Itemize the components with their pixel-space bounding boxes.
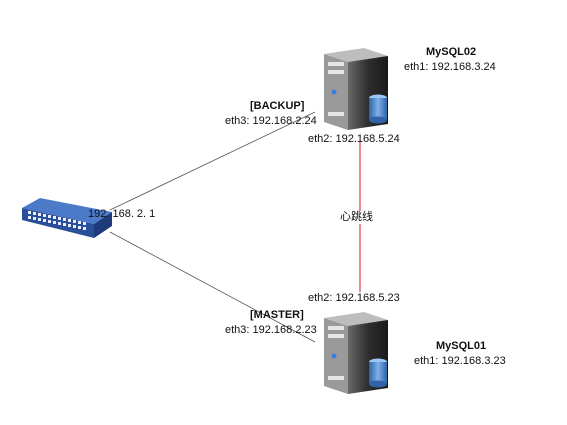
backup-server-name: MySQL02 — [426, 46, 477, 58]
backup-eth1-label: eth1: 192.168.3.24 — [404, 61, 496, 73]
switch-ip-label: 192. 168. 2. 1 — [88, 208, 156, 220]
backup-server-icon — [322, 46, 394, 133]
master-eth1-label: eth1: 192.168.3.23 — [414, 355, 506, 367]
master-eth3-label: eth3: 192.168.2.23 — [225, 324, 317, 336]
heartbeat-label: 心跳线 — [340, 211, 373, 224]
master-role-label: [MASTER] — [250, 309, 304, 321]
master-server-name: MySQL01 — [436, 340, 487, 352]
master-eth2-label: eth2: 192.168.5.23 — [308, 292, 400, 304]
network-switch-icon — [22, 198, 112, 245]
backup-eth3-label: eth3: 192.168.2.24 — [225, 115, 317, 127]
link-switch-to-master — [109, 231, 316, 343]
master-server-icon — [322, 310, 394, 397]
backup-role-label: [BACKUP] — [250, 100, 305, 112]
backup-eth2-label: eth2: 192.168.5.24 — [308, 133, 400, 145]
link-switch-to-backup — [109, 111, 316, 211]
